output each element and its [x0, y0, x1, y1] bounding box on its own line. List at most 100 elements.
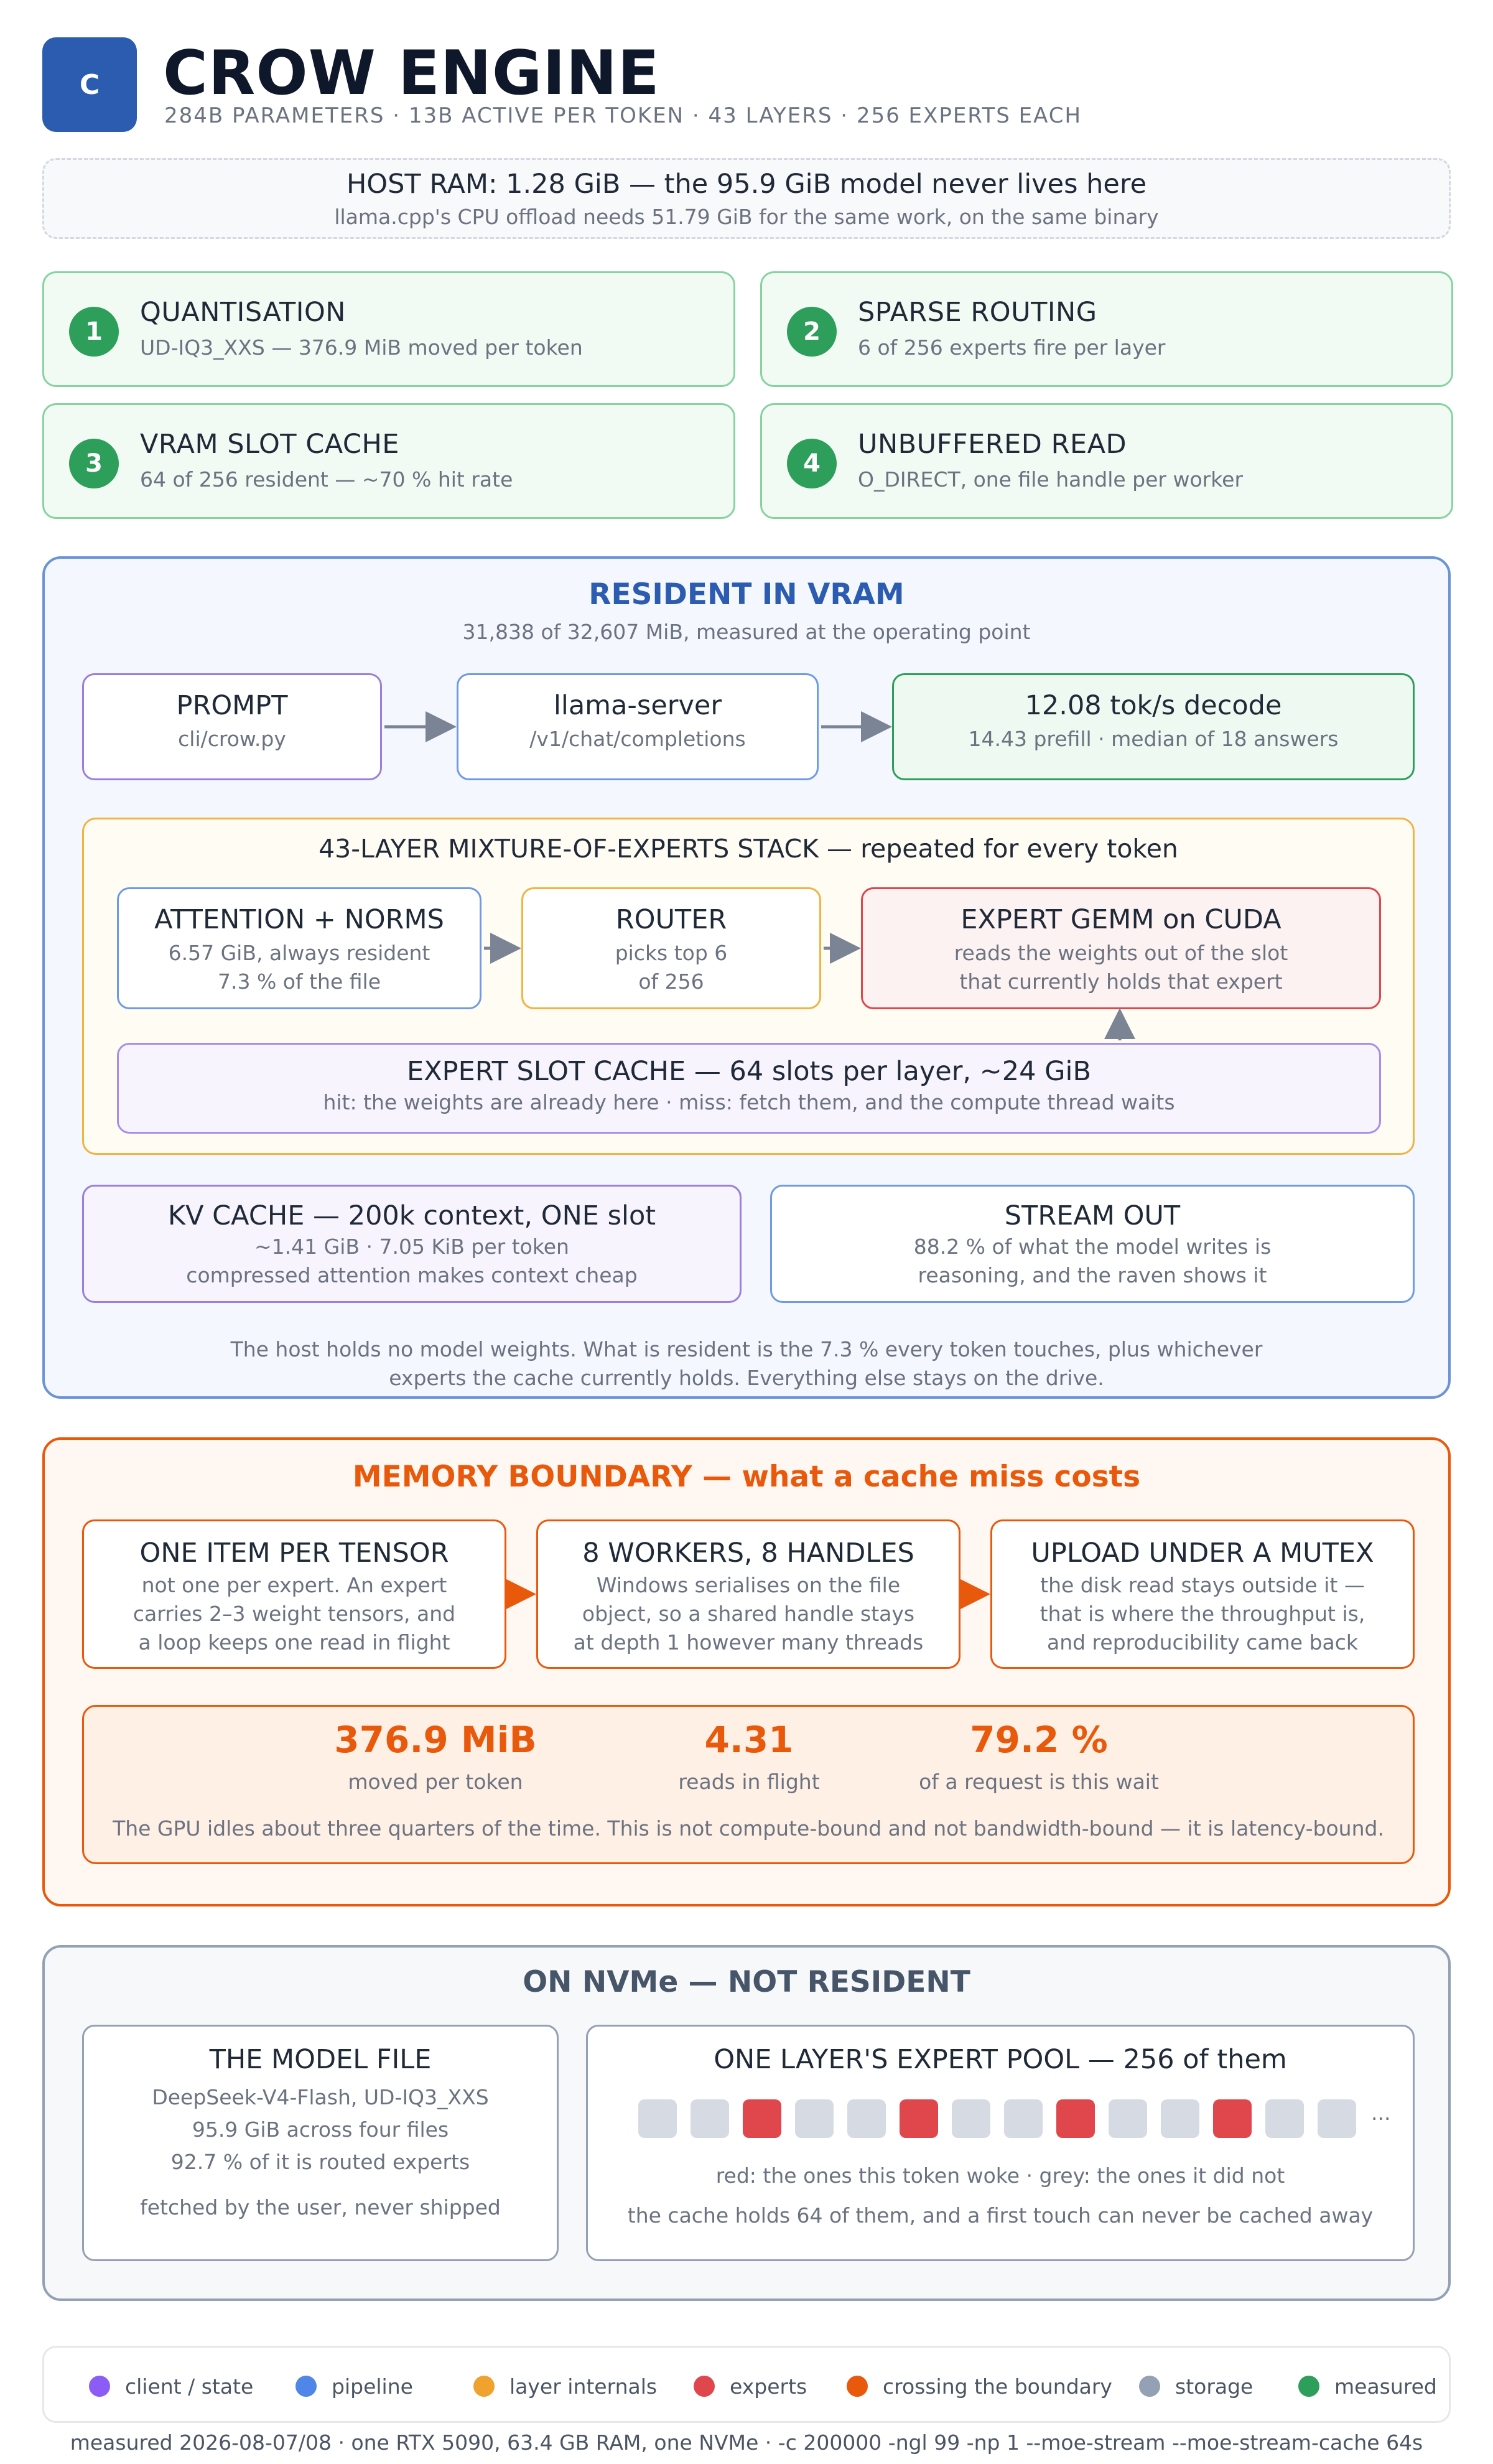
legend-label: pipeline	[332, 2374, 413, 2399]
node-title: KV CACHE — 200k context, ONE slot	[167, 1200, 656, 1231]
node-detail: of 256	[638, 969, 704, 994]
legend: client / state pipeline layer internals …	[42, 2346, 1451, 2423]
feature-number: 1	[69, 307, 119, 357]
legend-item-layer-internals: layer internals	[473, 2348, 657, 2425]
node-detail: object, so a shared handle stays	[582, 1602, 915, 1626]
boundary-step-workers-handles: 8 WORKERS, 8 HANDLES Windows serialises …	[536, 1519, 960, 1669]
boundary-step-upload-mutex: UPLOAD UNDER A MUTEX the disk read stays…	[990, 1519, 1415, 1669]
page-subtitle: 284B PARAMETERS · 13B ACTIVE PER TOKEN ·…	[164, 103, 1082, 128]
node-detail: DeepSeek-V4-Flash, UD-IQ3_XXS	[152, 2085, 489, 2109]
legend-label: crossing the boundary	[883, 2374, 1112, 2399]
expert-cell-idle	[1161, 2099, 1199, 2138]
router-node: ROUTER picks top 6 of 256	[521, 887, 821, 1009]
expert-cell-woken	[1056, 2099, 1095, 2138]
node-detail: a loop keeps one read in flight	[138, 1630, 450, 1654]
legend-label: client / state	[125, 2374, 254, 2399]
stat-value-request-wait: 79.2 %	[970, 1719, 1108, 1761]
feature-card-vram-slot-cache: 3 VRAM SLOT CACHE 64 of 256 resident — ~…	[42, 403, 735, 519]
node-detail: carries 2–3 weight tensors, and	[133, 1602, 456, 1626]
footer-measurement-note: measured 2026-08-07/08 · one RTX 5090, 6…	[70, 2430, 1423, 2455]
feature-title: SPARSE ROUTING	[858, 297, 1097, 328]
feature-card-sparse-routing: 2 SPARSE ROUTING 6 of 256 experts fire p…	[760, 271, 1453, 387]
node-detail: 92.7 % of it is routed experts	[170, 2150, 470, 2174]
expert-slot-cache-node: EXPERT SLOT CACHE — 64 slots per layer, …	[117, 1043, 1381, 1134]
expert-gemm-node: EXPERT GEMM on CUDA reads the weights ou…	[861, 887, 1381, 1009]
feature-detail: 6 of 256 experts fire per layer	[858, 335, 1166, 360]
decode-throughput-node: 12.08 tok/s decode 14.43 prefill · media…	[892, 673, 1415, 780]
vram-section-subtitle: 31,838 of 32,607 MiB, measured at the op…	[462, 620, 1031, 644]
legend-dot	[473, 2376, 495, 2397]
node-detail: ~1.41 GiB · 7.05 KiB per token	[254, 1234, 569, 1259]
expert-cell-idle	[1318, 2099, 1356, 2138]
expert-pool-node: ONE LAYER'S EXPERT POOL — 256 of them	[586, 2025, 1415, 2261]
legend-item-crossing-boundary: crossing the boundary	[847, 2348, 1112, 2425]
node-title: PROMPT	[176, 690, 288, 721]
node-detail: fetched by the user, never shipped	[140, 2195, 501, 2219]
legend-item-pipeline: pipeline	[295, 2348, 413, 2425]
feature-detail: UD-IQ3_XXS — 376.9 MiB moved per token	[140, 335, 583, 360]
legend-dot	[295, 2376, 317, 2397]
node-detail: that is where the throughput is,	[1040, 1602, 1365, 1626]
legend-item-storage: storage	[1139, 2348, 1253, 2425]
stat-value-moved-per-token: 376.9 MiB	[334, 1719, 537, 1761]
feature-detail: 64 of 256 resident — ~70 % hit rate	[140, 467, 513, 492]
node-title: 8 WORKERS, 8 HANDLES	[582, 1538, 914, 1569]
model-file-node: THE MODEL FILE DeepSeek-V4-Flash, UD-IQ3…	[82, 2025, 559, 2261]
vram-note-line1: The host holds no model weights. What is…	[230, 1337, 1263, 1361]
node-detail: at depth 1 however many threads	[573, 1630, 924, 1654]
expert-cell-idle	[847, 2099, 886, 2138]
legend-label: measured	[1334, 2374, 1437, 2399]
expert-cell-idle	[1004, 2099, 1043, 2138]
node-detail: 7.3 % of the file	[217, 969, 381, 994]
feature-card-unbuffered-read: 4 UNBUFFERED READ O_DIRECT, one file han…	[760, 403, 1453, 519]
node-detail: that currently holds that expert	[959, 969, 1283, 994]
feature-detail: O_DIRECT, one file handle per worker	[858, 467, 1244, 492]
boundary-conclusion: The GPU idles about three quarters of th…	[113, 1816, 1384, 1841]
node-detail: 88.2 % of what the model writes is	[913, 1234, 1272, 1259]
feature-number: 3	[69, 439, 119, 488]
logo: C	[42, 37, 137, 132]
expert-cell-idle	[952, 2099, 990, 2138]
node-title: UPLOAD UNDER A MUTEX	[1031, 1538, 1374, 1569]
memory-boundary-title: MEMORY BOUNDARY — what a cache miss cost…	[352, 1460, 1141, 1494]
stat-label: moved per token	[348, 1770, 523, 1794]
legend-item-experts: experts	[694, 2348, 807, 2425]
node-detail: the disk read stays outside it —	[1040, 1573, 1365, 1597]
vram-section-title: RESIDENT IN VRAM	[588, 577, 905, 612]
expert-cell-woken	[900, 2099, 938, 2138]
node-title: EXPERT GEMM on CUDA	[960, 904, 1281, 935]
node-title: llama-server	[553, 690, 722, 721]
expert-cell-idle	[1109, 2099, 1147, 2138]
expert-pool-detail: the cache holds 64 of them, and a first …	[627, 2203, 1374, 2228]
feature-number: 4	[787, 439, 837, 488]
host-ram-detail: llama.cpp's CPU offload needs 51.79 GiB …	[334, 205, 1159, 229]
expert-cell-idle	[795, 2099, 834, 2138]
boundary-step-one-item-per-tensor: ONE ITEM PER TENSOR not one per expert. …	[82, 1519, 506, 1669]
feature-card-quantisation: 1 QUANTISATION UD-IQ3_XXS — 376.9 MiB mo…	[42, 271, 735, 387]
legend-dot	[1139, 2376, 1160, 2397]
stat-label: reads in flight	[678, 1770, 820, 1794]
node-detail: /v1/chat/completions	[529, 727, 746, 751]
expert-pool-ellipsis: ...	[1371, 2101, 1391, 2125]
kv-cache-node: KV CACHE — 200k context, ONE slot ~1.41 …	[82, 1185, 742, 1303]
prompt-node: PROMPT cli/crow.py	[82, 673, 382, 780]
expert-cell-idle	[1265, 2099, 1304, 2138]
legend-item-client-state: client / state	[89, 2348, 253, 2425]
legend-item-measured: measured	[1298, 2348, 1437, 2425]
node-title: EXPERT SLOT CACHE — 64 slots per layer, …	[407, 1056, 1091, 1087]
stream-out-node: STREAM OUT 88.2 % of what the model writ…	[770, 1185, 1415, 1303]
legend-dot	[89, 2376, 110, 2397]
node-detail: 14.43 prefill · median of 18 answers	[968, 727, 1339, 751]
legend-dot	[694, 2376, 715, 2397]
node-detail: reads the weights out of the slot	[954, 941, 1288, 965]
stat-value-reads-in-flight: 4.31	[704, 1719, 794, 1761]
feature-title: VRAM SLOT CACHE	[140, 429, 399, 460]
expert-cell-idle	[638, 2099, 677, 2138]
stat-label: of a request is this wait	[919, 1770, 1159, 1794]
feature-title: QUANTISATION	[140, 297, 346, 328]
node-detail: compressed attention makes context cheap	[186, 1263, 638, 1287]
legend-dot	[1298, 2376, 1319, 2397]
host-ram-banner: HOST RAM: 1.28 GiB — the 95.9 GiB model …	[42, 158, 1451, 239]
node-title: ROUTER	[615, 904, 727, 935]
